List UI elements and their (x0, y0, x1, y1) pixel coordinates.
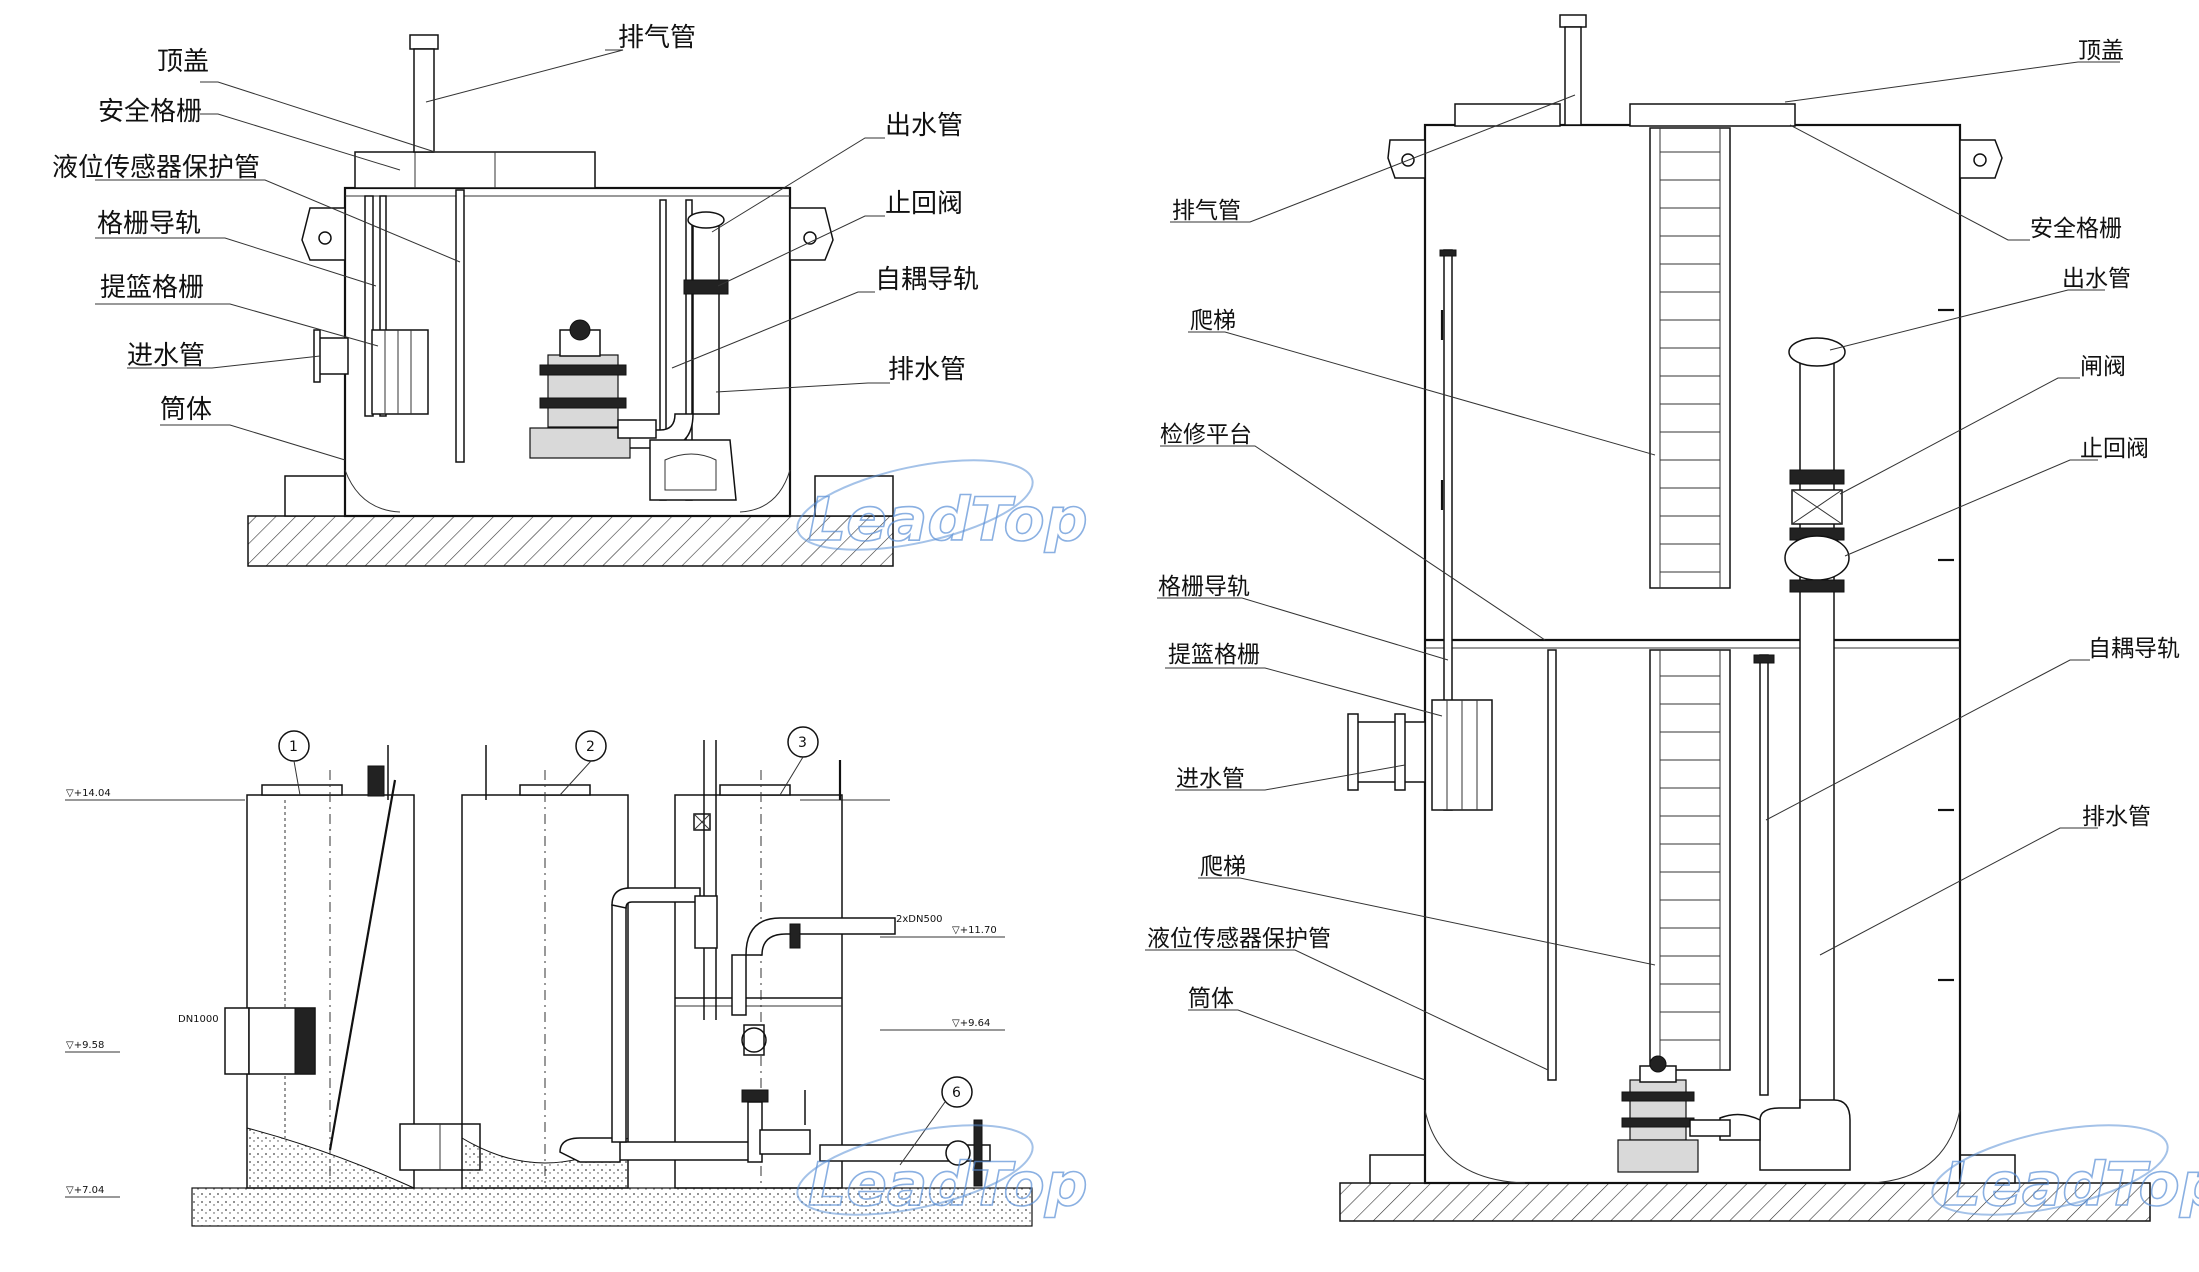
callout-3-text: 3 (798, 735, 807, 751)
level-704: ▽+7.04 (66, 1185, 104, 1196)
panel3-upper-ladder (1649, 127, 1731, 589)
p1-label-outlet: 出水管 (885, 111, 963, 141)
panel1-foundation (247, 515, 894, 567)
panel3-check-valve (1784, 535, 1850, 581)
p3-label-sensor-tube: 液位传感器保护管 (1147, 926, 1331, 952)
panel2-base-slab (191, 1187, 1033, 1227)
panel1-sensor-tube (455, 189, 465, 463)
pipe-dn1000: DN1000 (178, 1014, 219, 1025)
p3-label-coupling-rail: 自耦导轨 (2088, 636, 2180, 662)
p3-label-shell: 筒体 (1188, 986, 1234, 1012)
p3-label-gate-valve: 闸阀 (2080, 354, 2126, 380)
panel1-labels: 顶盖 安全格栅 液位传感器保护管 格栅导轨 提篮格栅 进水管 筒体 排气管 出水… (52, 23, 979, 425)
panel2-drawing (65, 726, 1033, 1227)
panel1-basket (371, 329, 429, 415)
panel1-drawing (95, 34, 894, 567)
panel3-top-cover-right (1629, 103, 1796, 127)
callout-6-text: 6 (952, 1085, 961, 1101)
p1-label-grating-rail: 格栅导轨 (97, 209, 201, 239)
panel3-vent-pipe (1564, 26, 1582, 126)
p3-label-check-valve: 止回阀 (2080, 436, 2149, 462)
panel1-left-footing (284, 475, 346, 517)
watermark-text-2: LeadTop (808, 1150, 1088, 1220)
p1-label-vent: 排气管 (618, 23, 696, 53)
watermark-text-3: LeadTop (1943, 1150, 2199, 1220)
callout-6 (941, 1076, 973, 1108)
p1-label-safety-grating: 安全格栅 (98, 97, 202, 127)
callout-2-text: 2 (586, 739, 595, 755)
p3-label-platform: 检修平台 (1160, 422, 1252, 448)
level-1404: ▽+14.04 (66, 788, 111, 799)
panel3-sensor-tube (1547, 649, 1557, 1081)
panel3-discharge-pipe (1799, 359, 1835, 1121)
p1-label-top-cover: 顶盖 (157, 47, 209, 77)
p3-label-top-cover: 顶盖 (2078, 38, 2124, 64)
p3-label-drain: 排水管 (2082, 804, 2151, 830)
p1-label-drain: 排水管 (888, 355, 966, 385)
level-1170: ▽+11.70 (952, 925, 997, 936)
watermark-1: LeadTop (796, 459, 1089, 556)
p3-label-ladder-lower: 爬梯 (1200, 854, 1246, 880)
p1-label-shell: 筒体 (160, 395, 212, 425)
panel3-lower-ladder (1649, 649, 1731, 1071)
p3-label-safety-grating: 安全格栅 (2030, 216, 2122, 242)
p1-label-check-valve: 止回阀 (885, 189, 963, 219)
p3-label-ladder-upper: 爬梯 (1190, 308, 1236, 334)
panel1-pump (529, 319, 657, 459)
p3-label-inlet: 进水管 (1176, 766, 1245, 792)
panel1-inlet-pipe (317, 337, 349, 375)
callout-1-text: 1 (289, 739, 298, 755)
panel3-tank-body (1423, 123, 1962, 1185)
panel3-inlet-pipe (1354, 721, 1426, 783)
p3-label-outlet: 出水管 (2062, 266, 2131, 292)
panel3-top-cover-left (1454, 103, 1561, 127)
panel1-discharge-pipe (692, 217, 720, 415)
p1-label-coupling-rail: 自耦导轨 (875, 265, 979, 295)
level-964: ▽+9.64 (952, 1018, 990, 1029)
p3-label-grating-rail: 格栅导轨 (1158, 574, 1250, 600)
watermark-2: LeadTop (796, 1124, 1089, 1221)
panel3-labels: 排气管 爬梯 检修平台 格栅导轨 提篮格栅 进水管 爬梯 液位传感器保护管 筒体… (1147, 38, 2180, 1012)
p1-label-inlet: 进水管 (127, 341, 205, 371)
panel1-vent-pipe (413, 48, 435, 153)
p1-label-basket: 提篮格栅 (100, 273, 204, 303)
panel2-labels: 1 2 3 6 ▽+14.04 ▽+9.58 ▽+7.04 ▽+11.70 ▽+… (66, 735, 997, 1196)
watermark-3: LeadTop (1931, 1124, 2199, 1221)
panel3-pump (1617, 1055, 1731, 1173)
watermark-text-1: LeadTop (808, 485, 1088, 555)
level-958: ▽+9.58 (66, 1040, 104, 1051)
p3-label-basket: 提篮格栅 (1168, 642, 1260, 668)
pipe-2xdn500: 2xDN500 (896, 914, 943, 925)
p1-label-sensor-tube: 液位传感器保护管 (52, 153, 260, 183)
p3-label-vent: 排气管 (1172, 198, 1241, 224)
panel3-drawing (1145, 14, 2151, 1222)
panel1-top-cover (354, 151, 596, 189)
